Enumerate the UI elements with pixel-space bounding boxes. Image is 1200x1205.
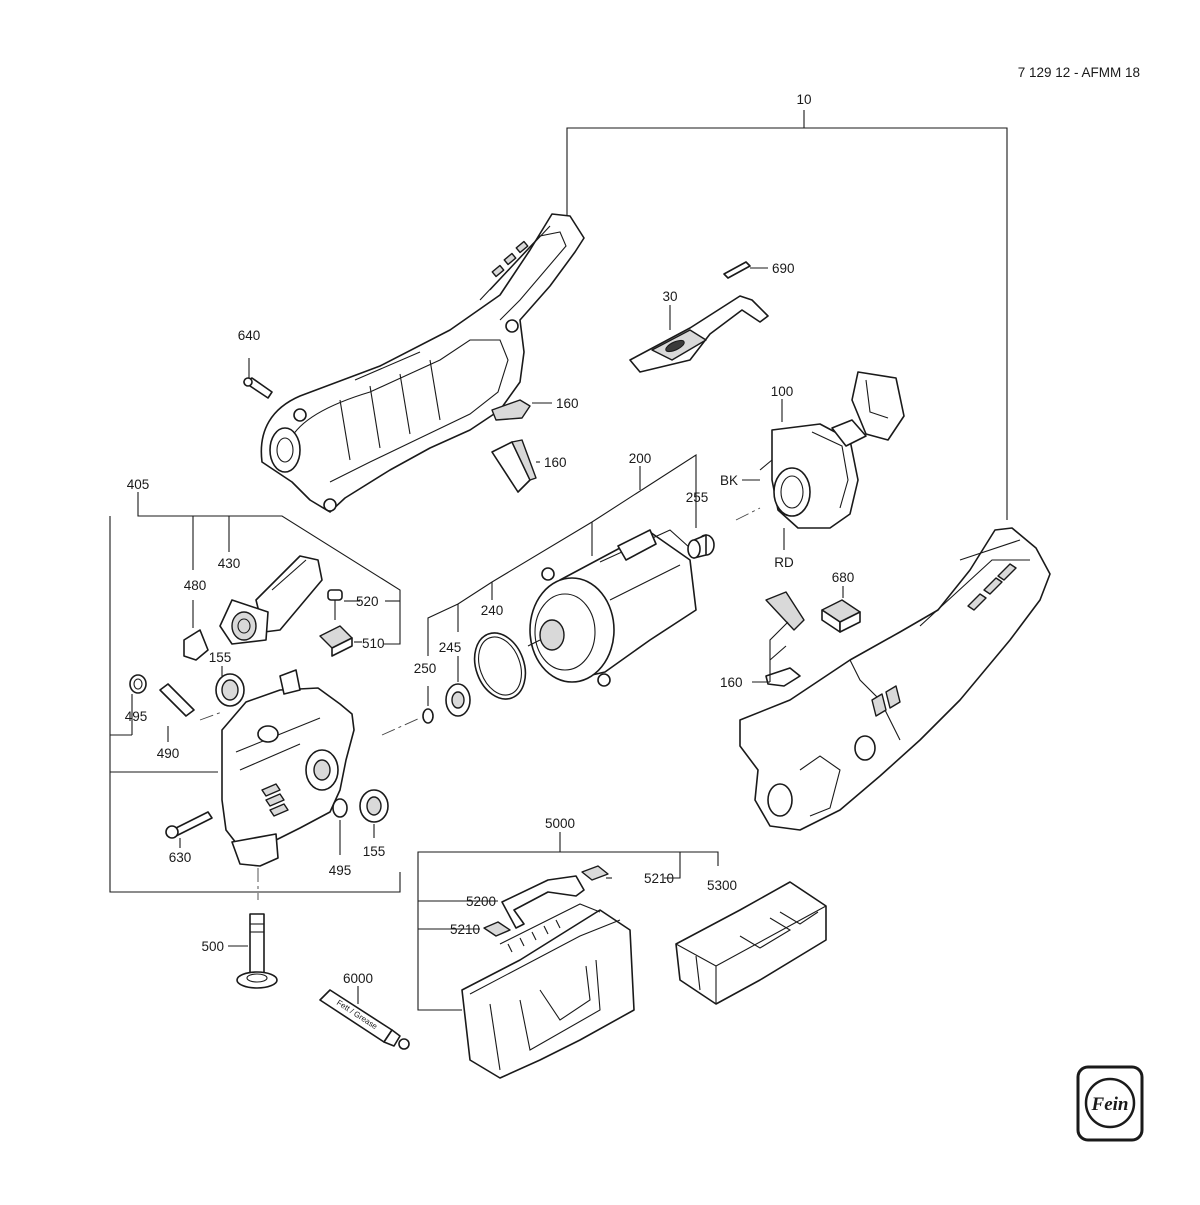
axis-line-3 bbox=[199, 711, 223, 721]
block-680 bbox=[821, 586, 861, 633]
pin-490 bbox=[159, 683, 195, 742]
callout-245: 245 bbox=[439, 640, 462, 655]
callout-10: 10 bbox=[796, 92, 811, 107]
callout-160-c: 160 bbox=[720, 675, 743, 690]
callout-200: 200 bbox=[629, 451, 652, 466]
bracket-10 bbox=[566, 110, 1008, 520]
sleeve-495-a bbox=[129, 674, 147, 735]
lever-430 bbox=[219, 555, 323, 645]
block-160-c bbox=[752, 591, 805, 687]
insert-5300 bbox=[675, 881, 827, 1005]
block-160-a bbox=[491, 399, 552, 421]
callout-510: 510 bbox=[362, 636, 385, 651]
fein-logo: Fein bbox=[1076, 1065, 1144, 1142]
handle-5200 bbox=[501, 875, 585, 929]
callout-6000: 6000 bbox=[343, 971, 373, 986]
bracket-200 bbox=[427, 453, 697, 656]
callout-640: 640 bbox=[238, 328, 261, 343]
callout-250: 250 bbox=[414, 661, 437, 676]
bracket-5000 bbox=[417, 832, 719, 1011]
block-480 bbox=[183, 600, 209, 661]
washer-250 bbox=[422, 686, 434, 724]
bearing-245 bbox=[445, 656, 471, 717]
callout-5210-a: 5210 bbox=[450, 922, 480, 937]
callout-30: 30 bbox=[662, 289, 677, 304]
callout-500: 500 bbox=[201, 939, 224, 954]
callout-630: 630 bbox=[169, 850, 192, 865]
callout-490: 490 bbox=[157, 746, 180, 761]
sleeve-495-b bbox=[332, 798, 348, 855]
callout-155-b: 155 bbox=[363, 844, 386, 859]
bushing-155-a bbox=[215, 666, 245, 707]
callout-495-a: 495 bbox=[125, 709, 148, 724]
callout-405: 405 bbox=[127, 477, 150, 492]
housing-half-lower bbox=[739, 527, 1051, 831]
case-5000 bbox=[461, 903, 635, 1079]
callout-495-b: 495 bbox=[329, 863, 352, 878]
latch-5210-b bbox=[581, 865, 609, 881]
grease-tube-6000: Fett / Grease bbox=[319, 986, 410, 1050]
housing-half-upper bbox=[260, 213, 585, 513]
bearing-255 bbox=[687, 534, 715, 559]
spindle-500 bbox=[228, 913, 278, 989]
callout-520: 520 bbox=[356, 594, 379, 609]
callout-5300: 5300 bbox=[707, 878, 737, 893]
callout-430: 430 bbox=[218, 556, 241, 571]
bracket-405 bbox=[109, 492, 401, 893]
oring-240 bbox=[473, 632, 527, 700]
callout-160-a: 160 bbox=[556, 396, 579, 411]
callout-5210-b: 5210 bbox=[644, 871, 674, 886]
callout-690: 690 bbox=[772, 261, 795, 276]
callout-155-a: 155 bbox=[209, 650, 232, 665]
callout-5200: 5200 bbox=[466, 894, 496, 909]
axis-line-1 bbox=[735, 507, 761, 521]
gear-head bbox=[221, 669, 355, 867]
clip-510 bbox=[319, 625, 362, 657]
callout-5000: 5000 bbox=[545, 816, 575, 831]
callout-680: 680 bbox=[832, 570, 855, 585]
motor-200 bbox=[527, 529, 697, 687]
callout-100: 100 bbox=[771, 384, 794, 399]
screw-640 bbox=[243, 358, 273, 399]
axis-line-2 bbox=[381, 717, 421, 736]
screw-630 bbox=[165, 811, 213, 848]
callout-160-b: 160 bbox=[544, 455, 567, 470]
drawing-title: 7 129 12 - AFMM 18 bbox=[1018, 65, 1140, 80]
switch-30 bbox=[629, 295, 769, 373]
callout-255: 255 bbox=[686, 490, 709, 505]
callout-240: 240 bbox=[481, 603, 504, 618]
block-160-b bbox=[491, 439, 540, 493]
latch-5210-a bbox=[483, 921, 511, 937]
bushing-155-b bbox=[359, 789, 389, 838]
electronics-100 bbox=[742, 371, 905, 550]
label-bk: BK bbox=[720, 473, 738, 488]
label-rd: RD bbox=[774, 555, 794, 570]
clip-690 bbox=[723, 261, 768, 279]
screw-520 bbox=[327, 589, 360, 620]
callout-480: 480 bbox=[184, 578, 207, 593]
logo-text: Fein bbox=[1091, 1094, 1129, 1115]
